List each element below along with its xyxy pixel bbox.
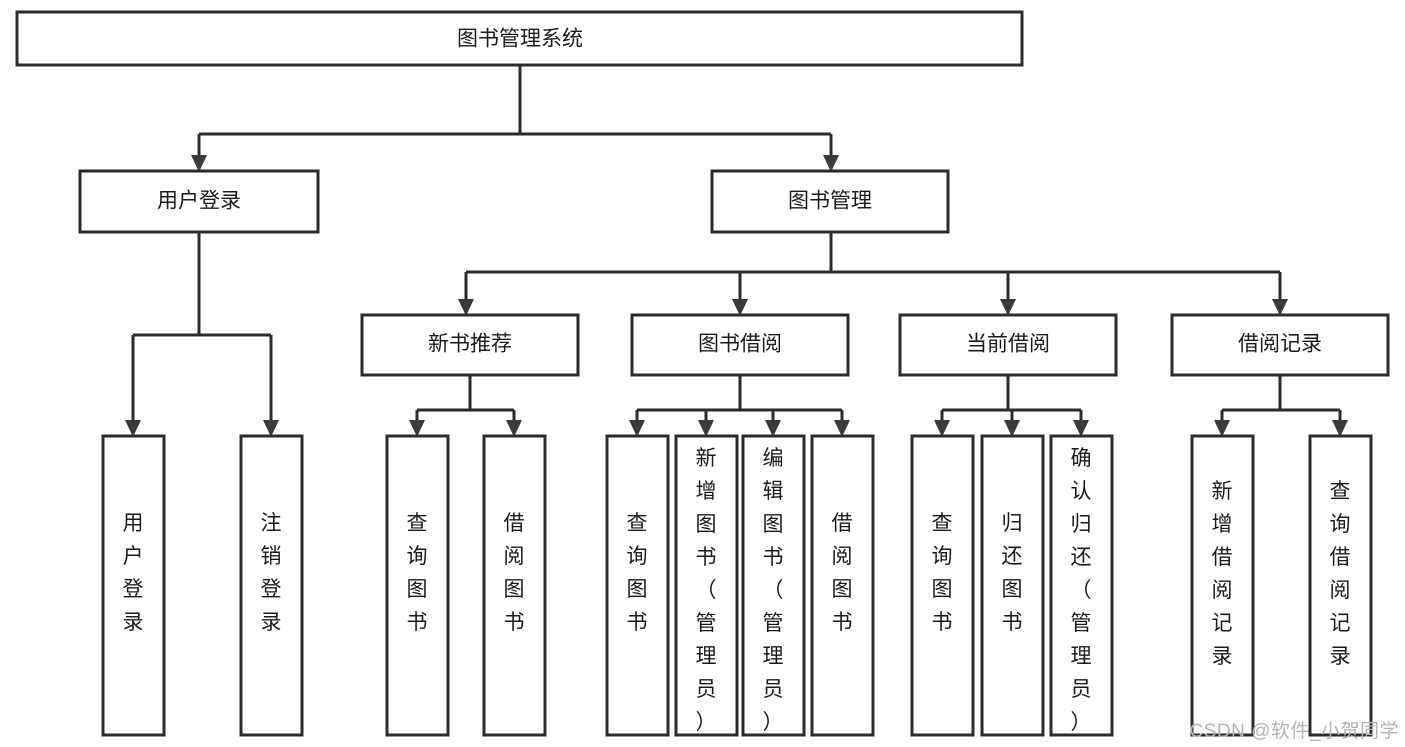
node-leaf-add-book-label: 新增图书（管理员） — [696, 447, 717, 734]
node-leaf-borrow-book-2-box[interactable] — [810, 434, 875, 737]
arrowhead-book-management — [823, 155, 839, 172]
node-leaf-query-book-2-label: 查询图书 — [627, 512, 648, 634]
arrowhead-leaf-query-book-1 — [409, 420, 425, 437]
node-leaf-query-record-label: 查询借阅记录 — [1330, 480, 1351, 668]
arrowhead-leaf-add-book — [698, 420, 714, 437]
node-leaf-query-record[interactable]: 查询借阅记录 — [1308, 434, 1373, 737]
arrowhead-user-login — [191, 155, 207, 172]
node-new-book-recommend-box[interactable] — [360, 313, 580, 377]
node-leaf-confirm-return[interactable]: 确认归还（管理员） — [1049, 434, 1114, 737]
node-leaf-query-book-2[interactable]: 查询图书 — [605, 434, 670, 737]
arrowhead-leaf-user-logout — [263, 420, 279, 437]
arrowhead-leaf-edit-book — [765, 420, 781, 437]
node-user-login-box[interactable] — [78, 169, 320, 234]
node-borrow-record-box[interactable] — [1170, 313, 1390, 377]
arrowhead-leaf-query-record — [1332, 420, 1348, 437]
node-leaf-add-record-label: 新增借阅记录 — [1212, 480, 1233, 668]
node-root-system[interactable]: 图书管理系统 — [15, 10, 1024, 67]
arrowhead-new-book-recommend — [458, 299, 474, 316]
node-leaf-user-logout-box[interactable] — [239, 434, 304, 737]
node-leaf-query-book-3-label: 查询图书 — [932, 512, 953, 634]
node-leaf-borrow-book-1-box[interactable] — [482, 434, 547, 737]
node-book-management-box[interactable] — [710, 169, 950, 234]
node-root-system-label: 图书管理系统 — [457, 28, 583, 51]
node-leaf-query-book-3-box[interactable] — [910, 434, 975, 737]
node-leaf-borrow-book-2[interactable]: 借阅图书 — [810, 434, 875, 737]
arrowhead-borrow-record — [1272, 299, 1288, 316]
node-leaf-edit-book[interactable]: 编辑图书（管理员） — [741, 434, 806, 737]
csdn-watermark: CSDN @软件_小贺同学 — [1189, 721, 1399, 742]
node-leaf-user-logout[interactable]: 注销登录 — [239, 434, 304, 737]
connector-layer — [125, 65, 1348, 437]
node-new-book-recommend[interactable]: 新书推荐 — [360, 313, 580, 377]
node-leaf-add-record-box[interactable] — [1190, 434, 1255, 737]
node-leaf-add-book-box[interactable] — [674, 434, 739, 737]
arrowhead-leaf-user-login — [125, 420, 141, 437]
node-leaf-edit-book-box[interactable] — [741, 434, 806, 737]
node-new-book-recommend-label: 新书推荐 — [428, 333, 512, 356]
node-book-borrow[interactable]: 图书借阅 — [630, 313, 850, 377]
node-leaf-add-book[interactable]: 新增图书（管理员） — [674, 434, 739, 737]
node-leaf-user-login-label: 用户登录 — [123, 512, 144, 634]
node-book-management[interactable]: 图书管理 — [710, 169, 950, 234]
arrowhead-leaf-borrow-book-2 — [834, 420, 850, 437]
node-borrow-record[interactable]: 借阅记录 — [1170, 313, 1390, 377]
node-leaf-query-book-1[interactable]: 查询图书 — [385, 434, 450, 737]
node-current-borrow-label: 当前借阅 — [966, 333, 1050, 356]
arrowhead-leaf-query-book-3 — [934, 420, 950, 437]
node-leaf-confirm-return-box[interactable] — [1049, 434, 1114, 737]
node-leaf-confirm-return-label: 确认归还（管理员） — [1071, 447, 1092, 734]
arrowhead-book-borrow — [732, 299, 748, 316]
node-leaf-borrow-book-2-label: 借阅图书 — [832, 512, 853, 634]
node-current-borrow-box[interactable] — [898, 313, 1118, 377]
node-leaf-user-logout-label: 注销登录 — [261, 512, 282, 634]
arrowhead-leaf-return-book — [1004, 420, 1020, 437]
arrowhead-leaf-borrow-book-1 — [506, 420, 522, 437]
node-leaf-return-book[interactable]: 归还图书 — [980, 434, 1045, 737]
node-leaf-query-book-2-box[interactable] — [605, 434, 670, 737]
node-root-system-box[interactable] — [15, 10, 1024, 67]
node-borrow-record-label: 借阅记录 — [1238, 333, 1322, 356]
node-leaf-query-book-1-box[interactable] — [385, 434, 450, 737]
node-leaf-add-record[interactable]: 新增借阅记录 — [1190, 434, 1255, 737]
node-leaf-return-book-box[interactable] — [980, 434, 1045, 737]
node-book-borrow-box[interactable] — [630, 313, 850, 377]
node-leaf-user-login[interactable]: 用户登录 — [101, 434, 166, 737]
node-leaf-query-book-1-label: 查询图书 — [407, 512, 428, 634]
node-user-login-label: 用户登录 — [157, 190, 241, 213]
node-leaf-edit-book-label: 编辑图书（管理员） — [763, 447, 784, 734]
node-book-borrow-label: 图书借阅 — [698, 333, 782, 356]
arrowhead-leaf-query-book-2 — [629, 420, 645, 437]
node-user-login[interactable]: 用户登录 — [78, 169, 320, 234]
node-leaf-user-login-box[interactable] — [101, 434, 166, 737]
node-leaf-query-book-3[interactable]: 查询图书 — [910, 434, 975, 737]
node-leaf-query-record-box[interactable] — [1308, 434, 1373, 737]
node-current-borrow[interactable]: 当前借阅 — [898, 313, 1118, 377]
node-leaf-borrow-book-1-label: 借阅图书 — [504, 512, 525, 634]
node-book-management-label: 图书管理 — [788, 190, 872, 213]
arrowhead-leaf-confirm-return — [1073, 420, 1089, 437]
node-leaf-return-book-label: 归还图书 — [1002, 512, 1023, 634]
arrowhead-leaf-add-record — [1214, 420, 1230, 437]
node-leaf-borrow-book-1[interactable]: 借阅图书 — [482, 434, 547, 737]
arrowhead-current-borrow — [1000, 299, 1016, 316]
